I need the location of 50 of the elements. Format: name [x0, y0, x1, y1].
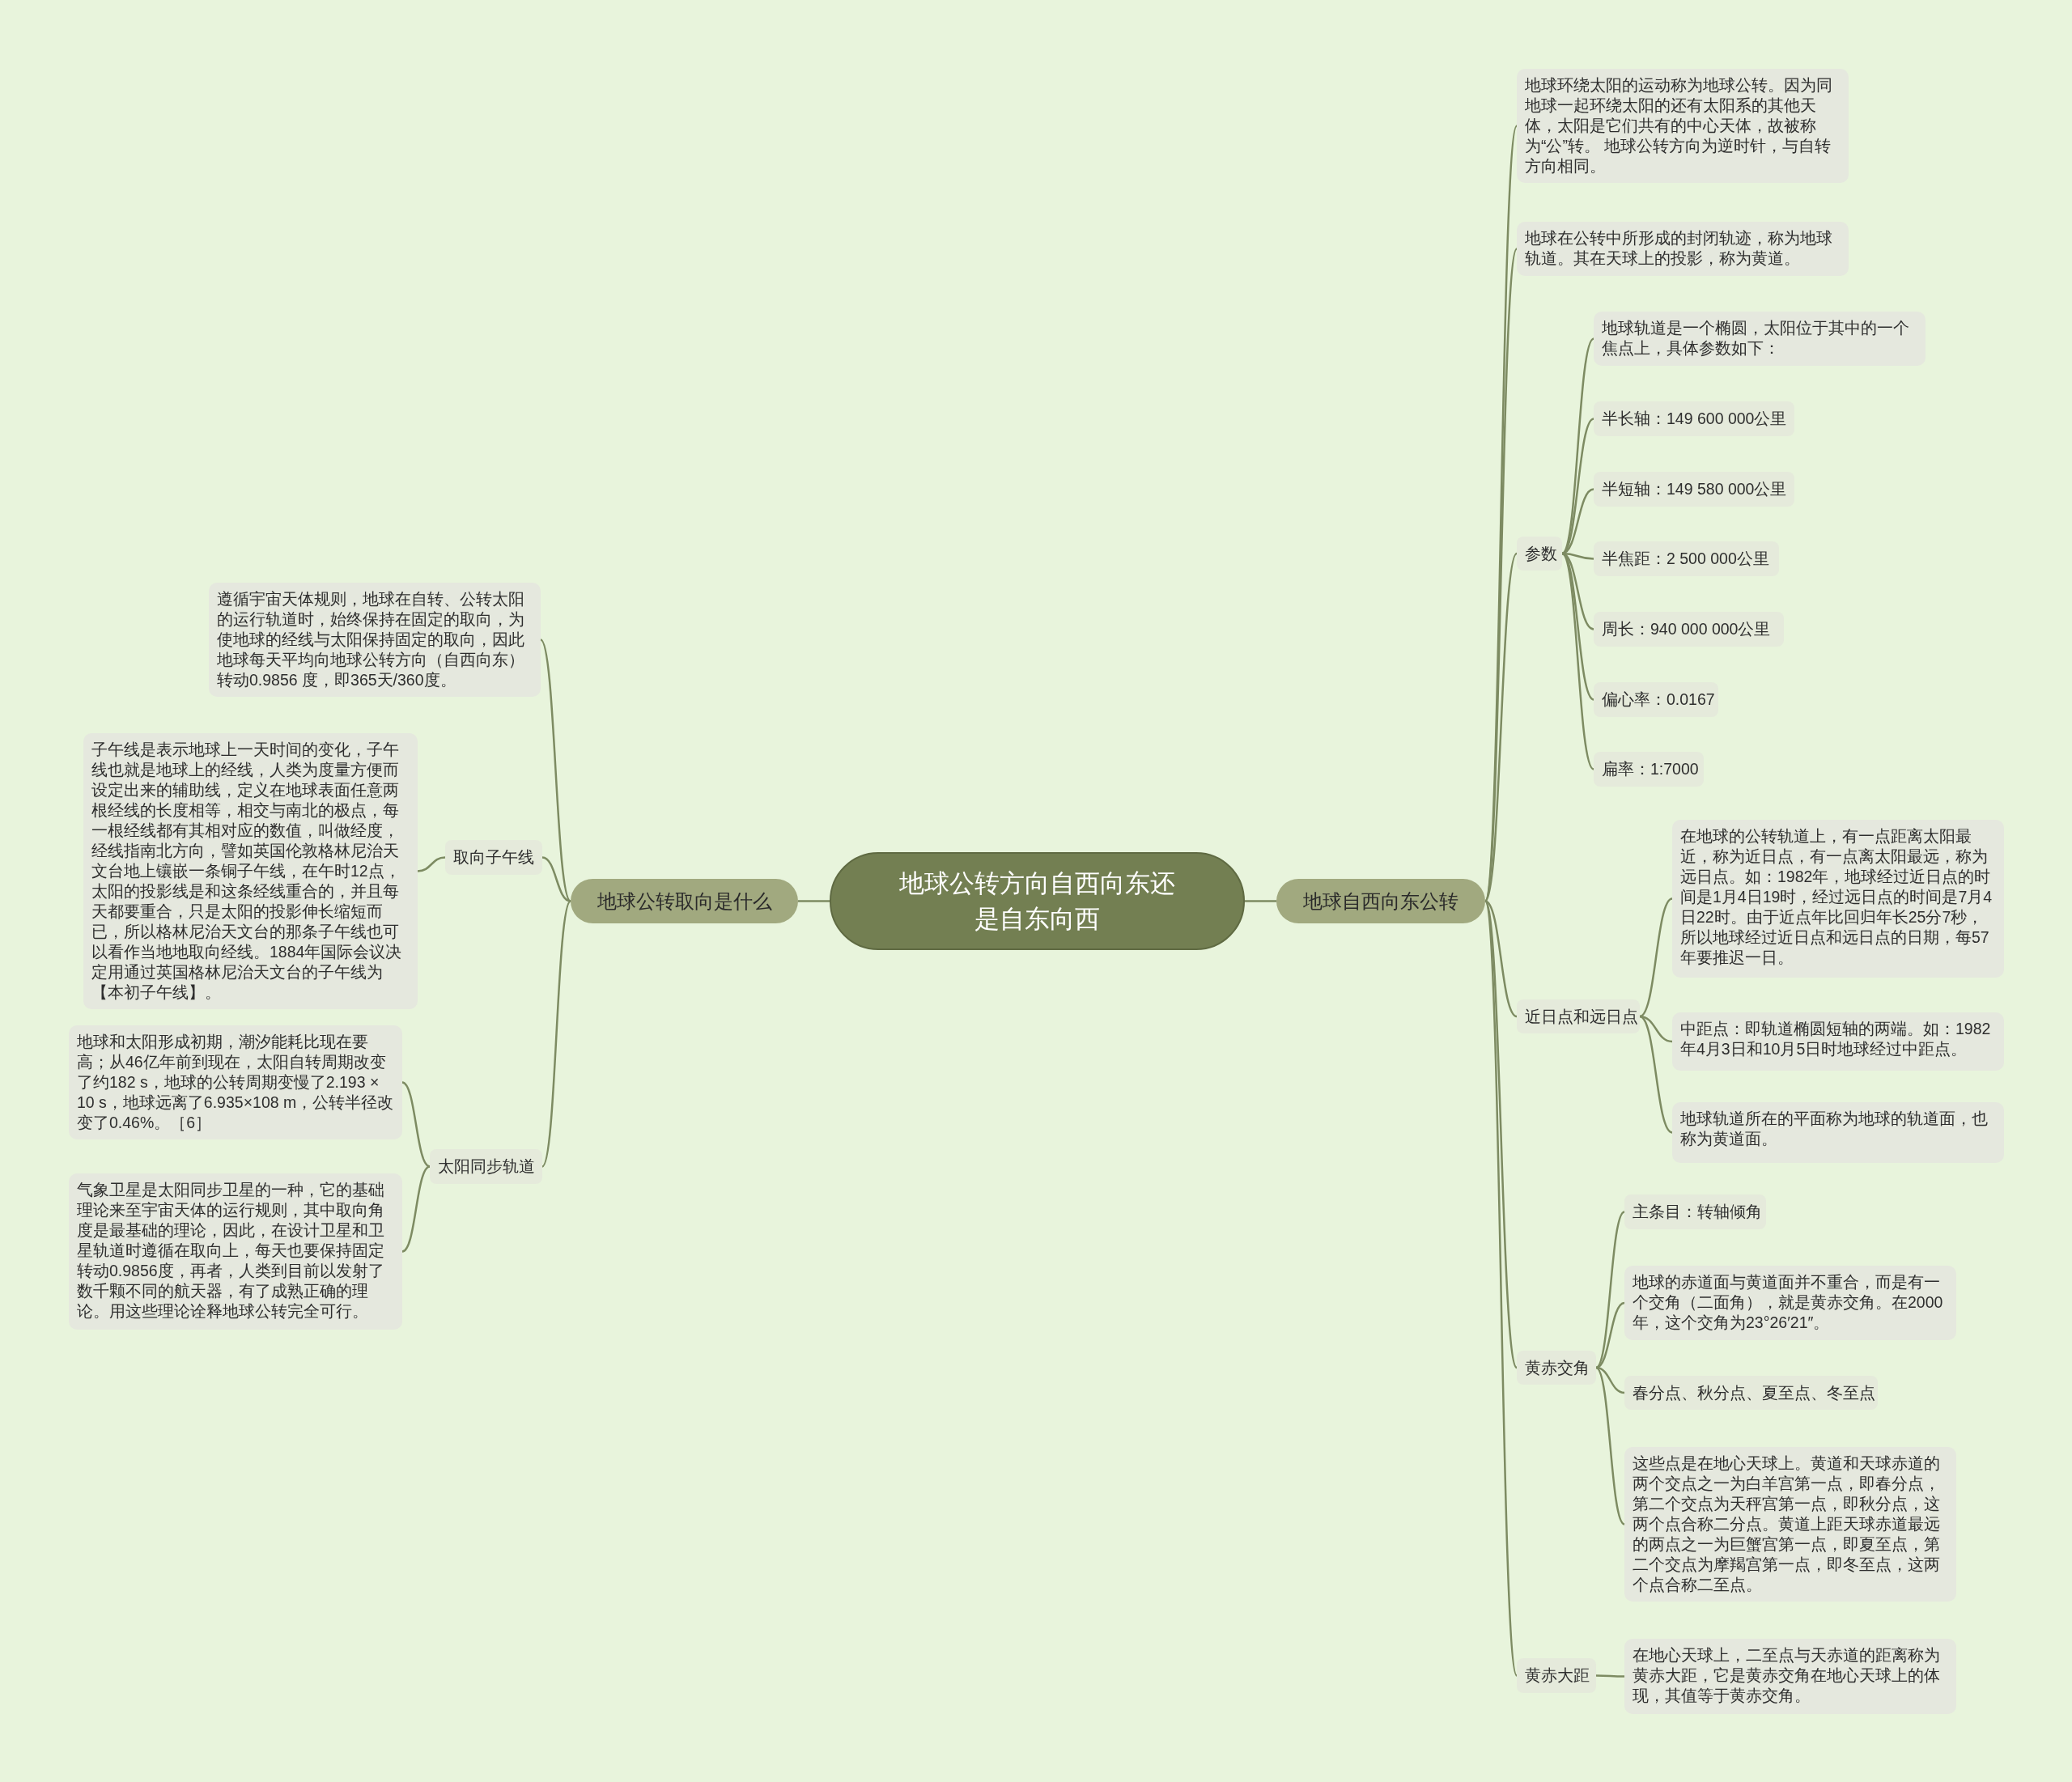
- connector-line: [541, 856, 571, 902]
- connector-line: [1484, 901, 1518, 1368]
- connector-line: [539, 639, 572, 902]
- subtopic-label: 参数: [1517, 537, 1562, 571]
- text-card: 地球的赤道面与黄道面并不重合，而是有一个交角（二面角），就是黄赤交角。在2000年，这个交角为23°26′21″。: [1624, 1266, 1956, 1340]
- connector-line: [417, 856, 446, 872]
- connector-line: [401, 1081, 431, 1168]
- connector-line: [1561, 553, 1594, 770]
- connector-line: [798, 900, 830, 902]
- subtopic-label: 黄赤大距: [1517, 1658, 1596, 1693]
- text-card: 地球轨道所在的平面称为地球的轨道面，也称为黄道面。: [1672, 1102, 2004, 1163]
- connector-line: [1639, 897, 1673, 1018]
- connector-line: [1484, 900, 1518, 1018]
- subtopic-label: 扁率：1:7000: [1594, 752, 1704, 787]
- subtopic-label: 半焦距：2 500 000公里: [1594, 541, 1779, 576]
- central-topic: 地球公转方向自西向东还是自东向西: [830, 852, 1245, 950]
- subtopic-label: 周长：940 000 000公里: [1594, 612, 1784, 647]
- subtopic-label: 春分点、秋分点、夏至点、冬至点: [1624, 1376, 1878, 1410]
- text-card: 这些点是在地心天球上。黄道和天球赤道的两个交点之一为白羊宫第一点，即春分点，第二个交点为天秤宫第一点，即秋分点，这两个点合称二分点。黄道上距天球赤道最远的两点之一为巨蟹宫第一点，即夏至点，第二个交点为摩羯宫第一点，即冬至点，这两个点合称二至点。: [1624, 1447, 1956, 1602]
- subtopic-label: 半短轴：149 580 000公里: [1594, 472, 1794, 507]
- subtopic-label: 主条目：转轴倾角: [1624, 1194, 1766, 1229]
- connector-line: [1245, 900, 1276, 902]
- subtopic-label: 取向子午线: [445, 840, 542, 875]
- text-card: 地球和太阳形成初期，潮汐能耗比现在要高；从46亿年前到现在，太阳自转周期改变了约182 s，地球的公转周期变慢了2.193 × 10 s，地球远离了6.935×108 m，公转半径改变了0.46%。［6］: [69, 1025, 402, 1139]
- connector-line: [1595, 1367, 1625, 1525]
- branch-topic: 地球自西向东公转: [1276, 879, 1485, 923]
- subtopic-label: 半长轴：149 600 000公里: [1594, 401, 1794, 436]
- text-card: 中距点：即轨道椭圆短轴的两端。如：1982年4月3日和10月5日时地球经过中距点。: [1672, 1012, 2004, 1071]
- text-card: 气象卫星是太阳同步卫星的一种，它的基础理论来至宇宙天体的运行规则，其中取向角度是最基础的理论，因此，在设计卫星和卫星轨道时遵循在取向上，每天也要保持固定转动0.9856度，再者，人类到目前以发射了数千颗不同的航天器，有了成熟正确的理论。用这些理论诠释地球公转完全可行。: [69, 1173, 402, 1330]
- connector-line: [1484, 901, 1518, 1676]
- subtopic-label: 偏心率：0.0167: [1594, 682, 1718, 717]
- text-card: 地球在公转中所形成的封闭轨迹，称为地球轨道。其在天球上的投影，称为黄道。: [1517, 222, 1849, 276]
- text-card: 遵循宇宙天体规则，地球在自转、公转太阳的运行轨道时，始终保持在固定的取向，为使地球的经线与太阳保持固定的取向，因此地球每天平均向地球公转方向（自西向东）转动0.9856 度，即365天/360度。: [209, 583, 541, 697]
- text-card: 在地球的公转轨道上，有一点距离太阳最近，称为近日点，有一点离太阳最远，称为远日点。如：1982年，地球经过近日点的时间是1月4日19时，经过远日点的时间是7月4日22时。由于近点年比回归年长25分7秒，所以地球经过近日点和远日点的日期，每57年要推迟一日。: [1672, 820, 2004, 978]
- branch-topic: 地球公转取向是什么: [571, 879, 798, 923]
- connector-line: [1595, 1301, 1625, 1369]
- connector-line: [1639, 1015, 1673, 1134]
- subtopic-label: 太阳同步轨道: [430, 1149, 542, 1184]
- subtopic-label: 近日点和远日点: [1517, 999, 1640, 1033]
- connector-line: [541, 900, 572, 1168]
- connector-line: [1484, 248, 1518, 902]
- text-card: 子午线是表示地球上一天时间的变化，子午线也就是地球上的经线，人类为度量方便而设定出来的辅助线，定义在地球表面任意两根经线的长度相等，相交与南北的极点，每一根经线都有其相对应的数值，叫做经度，经线指南北方向，譬如英国伦敦格林尼治天文台地上镶嵌一条铜子午线，在午时12点，太阳的投影线是和这条经线重合的，并且每天都要重合，只是太阳的投影伸长缩短而已，所以格林尼治天文台的那条子午线也可以看作当地地取向经线。1884年国际会议决定用通过英国格林尼治天文台的子午线为【本初子午线】。: [83, 733, 418, 1009]
- subtopic-label: 黄赤交角: [1517, 1351, 1596, 1385]
- connector-line: [1595, 1211, 1625, 1368]
- text-card: 地球轨道是一个椭圆，太阳位于其中的一个焦点上，具体参数如下：: [1594, 312, 1926, 366]
- connector-line: [401, 1165, 431, 1253]
- connector-line: [1595, 1366, 1625, 1394]
- text-card: 在地心天球上，二至点与天赤道的距离称为黄赤大距，它是黄赤交角在地心天球上的体现，其值等于黄赤交角。: [1624, 1639, 1956, 1714]
- text-card: 地球环绕太阳的运动称为地球公转。因为同地球一起环绕太阳的还有太阳系的其他天体，太阳是它们共有的中心天体，故被称为“公”转。 地球公转方向为逆时针，与自转方向相同。: [1517, 69, 1849, 183]
- connector-line: [1596, 1674, 1624, 1678]
